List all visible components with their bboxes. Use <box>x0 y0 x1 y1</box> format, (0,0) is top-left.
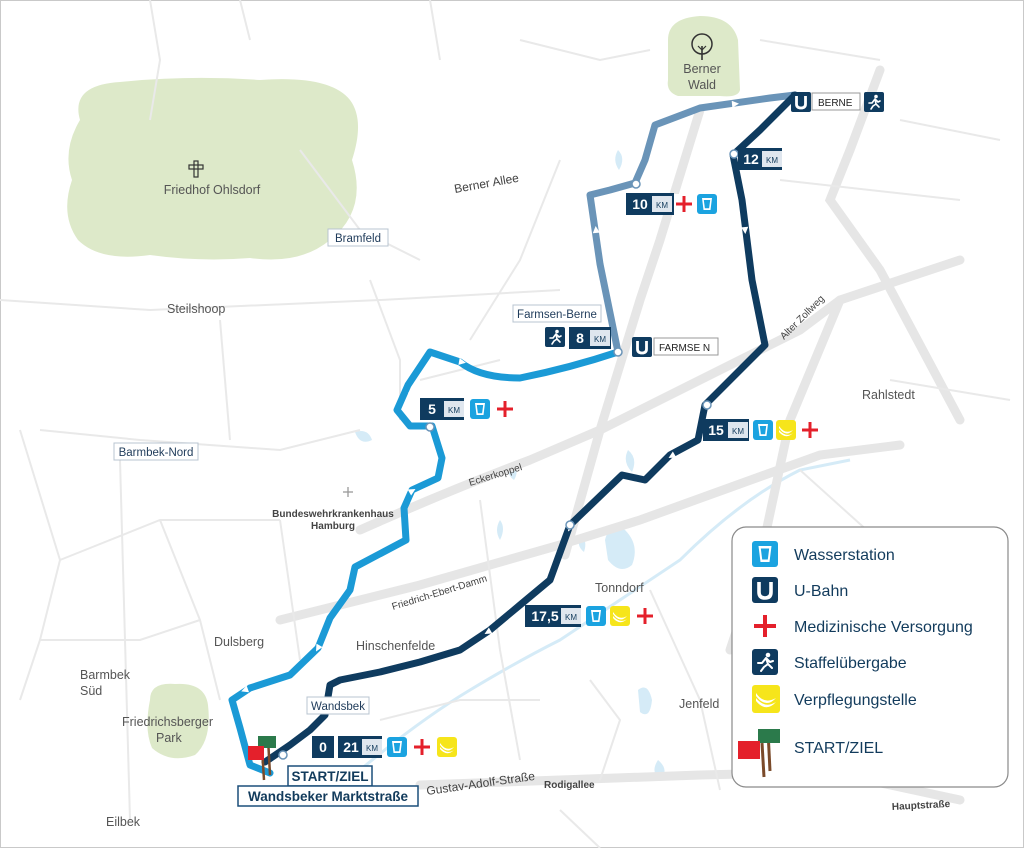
place-label: Wald <box>688 78 716 92</box>
hospital-plus-icon <box>343 487 353 497</box>
svg-text:KM: KM <box>565 613 577 622</box>
legend-item: Medizinische Versorgung <box>754 615 973 637</box>
water-cup-icon <box>586 606 606 626</box>
water-cup-icon <box>470 399 490 419</box>
svg-text:Wandsbek: Wandsbek <box>311 701 365 713</box>
svg-text:21: 21 <box>343 739 359 755</box>
water-cup-icon <box>697 194 717 214</box>
banana-icon <box>437 737 457 757</box>
km-marker-17-5: 17,5 KM <box>525 605 655 627</box>
place-labels: Friedhof Ohlsdorf Berner Wald Steilshoop… <box>80 62 915 829</box>
u-bahn-icon <box>789 90 813 114</box>
medical-cross-icon <box>674 194 694 214</box>
street-label: Hauptstraße <box>892 799 951 813</box>
place-label: Berner <box>683 62 721 76</box>
legend: Wasserstation U-Bahn Medizinische Versor… <box>731 526 1009 788</box>
legend-item: Verpflegungstelle <box>752 685 917 713</box>
svg-text:17,5: 17,5 <box>531 608 558 624</box>
legend-item: U-Bahn <box>752 577 848 603</box>
svg-text:Verpflegungstelle: Verpflegungstelle <box>794 692 917 709</box>
place-label: Friedrichsberger <box>122 715 213 729</box>
street-label: Rodigallee <box>544 780 595 791</box>
legend-item: Staffelübergabe <box>752 649 907 675</box>
medical-cross-icon <box>635 606 655 626</box>
relay-runner-icon <box>863 91 885 113</box>
svg-text:START/ZIEL: START/ZIEL <box>794 740 883 757</box>
km-marker-8: 8 KM <box>544 326 611 349</box>
place-label: Bundeswehrkrankenhaus <box>272 509 394 520</box>
place-label: Steilshoop <box>167 302 225 316</box>
place-label: Park <box>156 731 182 745</box>
km-marker-10: 10 KM <box>626 193 717 215</box>
svg-text:12: 12 <box>743 151 759 167</box>
district-farmsen-berne: Farmsen-Berne <box>512 304 602 323</box>
park-friedhof-ohlsdorf <box>67 77 359 260</box>
legend-item: Wasserstation <box>752 541 895 567</box>
station-berne: BERNE <box>789 90 885 114</box>
place-label: Tonndorf <box>595 581 644 595</box>
u-bahn-icon <box>630 335 654 359</box>
svg-text:KM: KM <box>766 156 778 165</box>
tree-icon <box>691 33 713 60</box>
medical-cross-icon <box>412 737 432 757</box>
svg-text:U-Bahn: U-Bahn <box>794 583 848 600</box>
svg-text:KM: KM <box>448 406 460 415</box>
svg-text:Farmsen-Berne: Farmsen-Berne <box>517 309 597 321</box>
cemetery-cross-icon <box>188 160 204 178</box>
district-bramfeld: Bramfeld <box>327 228 389 247</box>
water-cup-icon <box>387 737 407 757</box>
svg-text:15: 15 <box>708 422 724 438</box>
route-segment-dark <box>261 91 799 766</box>
svg-text:8: 8 <box>576 330 584 346</box>
place-label: Rahlstedt <box>862 388 915 402</box>
route-segment-light <box>228 348 622 777</box>
district-wandsbek: Wandsbek <box>306 696 370 715</box>
place-label: Hinschenfelde <box>356 639 435 653</box>
km-marker-5: 5 KM <box>420 398 515 420</box>
svg-text:0: 0 <box>319 739 327 755</box>
place-label: Friedhof Ohlsdorf <box>164 183 261 197</box>
banana-icon <box>776 420 796 440</box>
svg-text:Wasserstation: Wasserstation <box>794 547 895 564</box>
svg-text:Bramfeld: Bramfeld <box>335 233 381 245</box>
svg-text:KM: KM <box>656 201 668 210</box>
svg-text:5: 5 <box>428 401 436 417</box>
station-farmsen: FARMSE N <box>630 335 719 359</box>
svg-text:Barmbek-Nord: Barmbek-Nord <box>119 447 194 459</box>
svg-text:KM: KM <box>732 427 744 436</box>
park-friedrichsberger <box>147 683 209 759</box>
start-finish-label: START/ZIEL Wandsbeker Marktstraße <box>237 765 419 807</box>
place-label: Barmbek <box>80 668 131 682</box>
place-label: Süd <box>80 684 102 698</box>
medical-cross-icon <box>495 399 515 419</box>
place-label: Dulsberg <box>214 635 264 649</box>
svg-text:START/ZIEL: START/ZIEL <box>292 769 369 784</box>
svg-text:FARMSE N: FARMSE N <box>659 343 710 354</box>
medical-cross-icon <box>800 420 820 440</box>
km-marker-12: 12 KM <box>738 148 782 170</box>
place-label: Jenfeld <box>679 697 719 711</box>
svg-text:10: 10 <box>632 196 648 212</box>
water-cup-icon <box>753 420 773 440</box>
district-barmbek-nord: Barmbek-Nord <box>113 442 199 461</box>
banana-icon <box>610 606 630 626</box>
km-marker-15: 15 KM <box>703 419 820 441</box>
place-label: Eilbek <box>106 815 141 829</box>
km-marker-0-21: 0 21 KM <box>312 736 457 758</box>
relay-runner-icon <box>544 326 566 348</box>
svg-text:KM: KM <box>366 744 378 753</box>
svg-text:BERNE: BERNE <box>818 98 853 109</box>
svg-text:KM: KM <box>594 335 606 344</box>
svg-text:Staffelübergabe: Staffelübergabe <box>794 655 907 672</box>
svg-text:Medizinische Versorgung: Medizinische Versorgung <box>794 619 973 636</box>
park-berner-wald <box>667 16 740 97</box>
svg-text:Wandsbeker Marktstraße: Wandsbeker Marktstraße <box>248 789 409 804</box>
legend-item: START/ZIEL <box>738 729 883 778</box>
start-flags-icon <box>248 736 276 781</box>
place-label: Hamburg <box>311 521 355 532</box>
